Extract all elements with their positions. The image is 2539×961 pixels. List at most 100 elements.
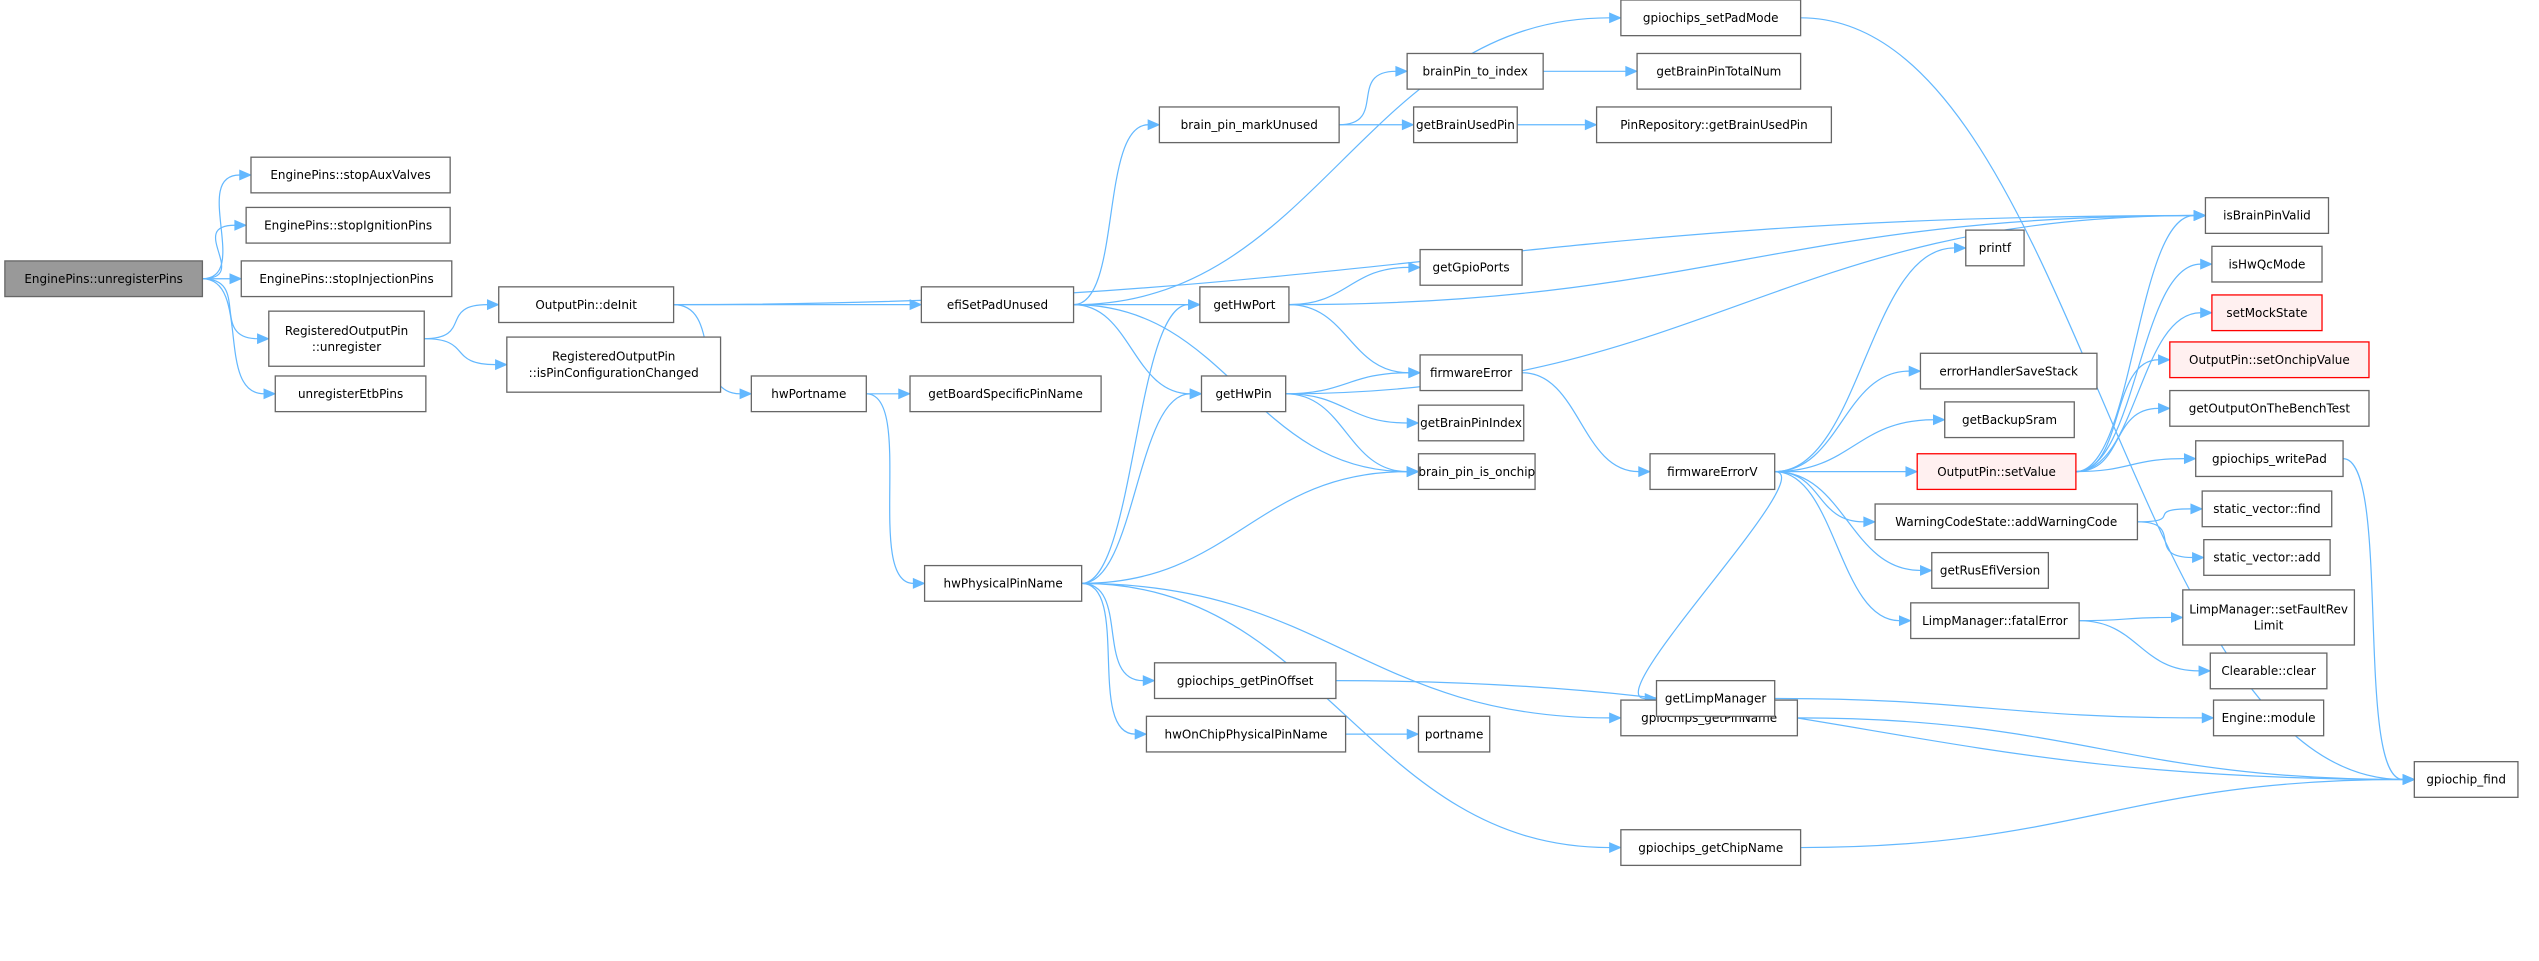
arrowhead-icon — [2200, 258, 2213, 270]
node-stopAuxValves[interactable]: EnginePins::stopAuxValves — [250, 156, 451, 194]
node-box — [1406, 52, 1544, 90]
node-box — [1931, 551, 2050, 589]
node-gpiochips_getChipName[interactable]: gpiochips_getChipName — [1620, 829, 1802, 867]
node-box — [2212, 699, 2325, 737]
node-brain_pin_markUnused[interactable]: brain_pin_markUnused — [1158, 106, 1340, 144]
node-getBrainPinIndex[interactable]: getBrainPinIndex — [1417, 404, 1525, 442]
edge-line — [2075, 312, 2201, 473]
node-brainPin_to_index[interactable]: brainPin_to_index — [1406, 52, 1544, 90]
node-isHwQcMode[interactable]: isHwQcMode — [2211, 245, 2323, 283]
node-label: gpiochips_setPadMode — [1643, 11, 1779, 25]
edge-firmwareErrorV-to-getLimpManager — [1637, 470, 1783, 704]
edge-line — [1800, 778, 2403, 849]
node-isBrainPinValid[interactable]: isBrainPinValid — [2204, 197, 2330, 235]
edge-line — [1288, 214, 2195, 306]
edge-line — [1081, 582, 1610, 719]
edge-hwPhysicalPinName-to-getHwPin — [1081, 388, 1203, 585]
node-rop_unregister[interactable]: RegisteredOutputPin::unregister — [268, 310, 425, 367]
node-sv_add[interactable]: static_vector::add — [2203, 539, 2331, 576]
node-label: PinRepository::getBrainUsedPin — [1620, 118, 1807, 132]
arrowhead-icon — [1189, 388, 1203, 400]
node-label: brainPin_to_index — [1422, 65, 1527, 79]
node-clear[interactable]: Clearable::clear — [2209, 652, 2328, 690]
node-getOutputOnTheBenchTest[interactable]: getOutputOnTheBenchTest — [2169, 389, 2370, 427]
node-label: gpiochip_find — [2426, 773, 2506, 787]
node-unregisterPins[interactable]: EnginePins::unregisterPins — [4, 260, 204, 298]
edge-line — [1774, 370, 1910, 473]
node-addWarningCode[interactable]: WarningCodeState::addWarningCode — [1874, 503, 2139, 541]
node-hwOnChipPhysicalPinName[interactable]: hwOnChipPhysicalPinName — [1145, 715, 1347, 753]
node-box — [2204, 197, 2330, 235]
node-engine_module[interactable]: Engine::module — [2212, 699, 2325, 737]
edge-line — [2075, 407, 2159, 473]
node-setOnchipValue[interactable]: OutputPin::setOnchipValue — [2169, 341, 2370, 379]
node-getBackupSram[interactable]: getBackupSram — [1944, 401, 2075, 439]
edge-line — [202, 224, 235, 280]
arrowhead-icon — [912, 577, 926, 589]
edge-line — [1285, 393, 1408, 473]
edge-unregisterPins-to-stopInjectionPins — [202, 273, 243, 285]
node-gpiochips_setPadMode[interactable]: gpiochips_setPadMode — [1620, 0, 1802, 37]
node-label: getBrainPinTotalNum — [1656, 65, 1781, 79]
node-box — [1419, 354, 1523, 392]
edge-hwPhysicalPinName-to-getHwPort — [1081, 299, 1201, 585]
node-getHwPin[interactable]: getHwPin — [1200, 375, 1287, 413]
node-box — [1620, 829, 1802, 867]
edge-line — [2137, 508, 2191, 523]
node-label: brain_pin_markUnused — [1181, 118, 1318, 132]
node-box — [1153, 662, 1337, 700]
node-portname[interactable]: portname — [1417, 715, 1491, 753]
node-box — [1412, 106, 1518, 144]
edge-line — [424, 338, 496, 366]
node-box — [2182, 589, 2356, 646]
node-box — [1199, 286, 1290, 324]
node-getBrainPinTotalNum[interactable]: getBrainPinTotalNum — [1636, 52, 1802, 90]
node-getGpioPorts[interactable]: getGpioPorts — [1419, 248, 1523, 286]
node-fatalError[interactable]: LimpManager::fatalError — [1910, 602, 2080, 640]
edge-firmwareErrorV-to-printf — [1774, 242, 1967, 473]
node-stopIgnitionPins[interactable]: EnginePins::stopIgnitionPins — [245, 206, 451, 244]
node-printf[interactable]: printf — [1965, 229, 2025, 267]
edge-line — [2079, 616, 2172, 622]
node-getBrainUsedPin[interactable]: getBrainUsedPin — [1412, 106, 1518, 144]
node-getHwPort[interactable]: getHwPort — [1199, 286, 1290, 324]
node-getLimpManager[interactable]: getLimpManager — [1655, 679, 1776, 717]
edge-line — [1288, 304, 1409, 374]
node-sv_find[interactable]: static_vector::find — [2201, 490, 2333, 528]
node-deInit[interactable]: OutputPin::deInit — [498, 286, 675, 324]
node-brain_pin_is_onchip[interactable]: brain_pin_is_onchip — [1417, 453, 1536, 491]
node-isPinConfigurationChanged[interactable]: RegisteredOutputPin::isPinConfigurationC… — [506, 336, 722, 393]
node-efiSetPadUnused[interactable]: efiSetPadUnused — [920, 286, 1075, 324]
arrowhead-icon — [257, 333, 270, 345]
node-getRusEfiVersion[interactable]: getRusEfiVersion — [1931, 551, 2050, 589]
node-setMockState[interactable]: setMockState — [2211, 294, 2323, 332]
node-box — [1145, 715, 1347, 753]
node-label: EnginePins::stopIgnitionPins — [264, 218, 432, 232]
node-gpiochips_getPinOffset[interactable]: gpiochips_getPinOffset — [1153, 662, 1337, 700]
node-label: portname — [1425, 727, 1483, 741]
node-setValue[interactable]: OutputPin::setValue — [1916, 453, 2077, 491]
node-hwPortname[interactable]: hwPortname — [750, 375, 867, 413]
node-stopInjectionPins[interactable]: EnginePins::stopInjectionPins — [240, 260, 453, 298]
edge-line — [1073, 124, 1149, 306]
node-gpiochips_writePad[interactable]: gpiochips_writePad — [2195, 440, 2344, 478]
node-repo_getBrainUsedPin[interactable]: PinRepository::getBrainUsedPin — [1595, 106, 1833, 144]
node-label: isBrainPinValid — [2223, 209, 2311, 223]
node-gpiochip_find[interactable]: gpiochip_find — [2413, 761, 2519, 798]
edge-line — [1522, 372, 1639, 473]
edge-getHwPin-to-firmwareError — [1285, 367, 1422, 395]
node-firmwareError[interactable]: firmwareError — [1419, 354, 1523, 392]
node-firmwareErrorV[interactable]: firmwareErrorV — [1649, 453, 1776, 491]
arrowhead-icon — [1898, 615, 1912, 627]
node-getBoardSpecificPinName[interactable]: getBoardSpecificPinName — [909, 375, 1102, 413]
arrowhead-icon — [2402, 774, 2416, 785]
edge-hwPhysicalPinName-to-gpiochips_getPinName — [1081, 582, 1622, 724]
node-label: setMockState — [2226, 306, 2307, 320]
edge-line — [1081, 393, 1191, 585]
edge-setValue-to-isBrainPinValid — [2075, 210, 2207, 473]
node-hwPhysicalPinName[interactable]: hwPhysicalPinName — [923, 564, 1083, 602]
node-unregisterEtbPins[interactable]: unregisterEtbPins — [274, 375, 427, 413]
node-errorHandlerSaveStack[interactable]: errorHandlerSaveStack — [1919, 352, 2098, 390]
edge-setValue-to-getOutputOnTheBenchTest — [2075, 402, 2171, 473]
